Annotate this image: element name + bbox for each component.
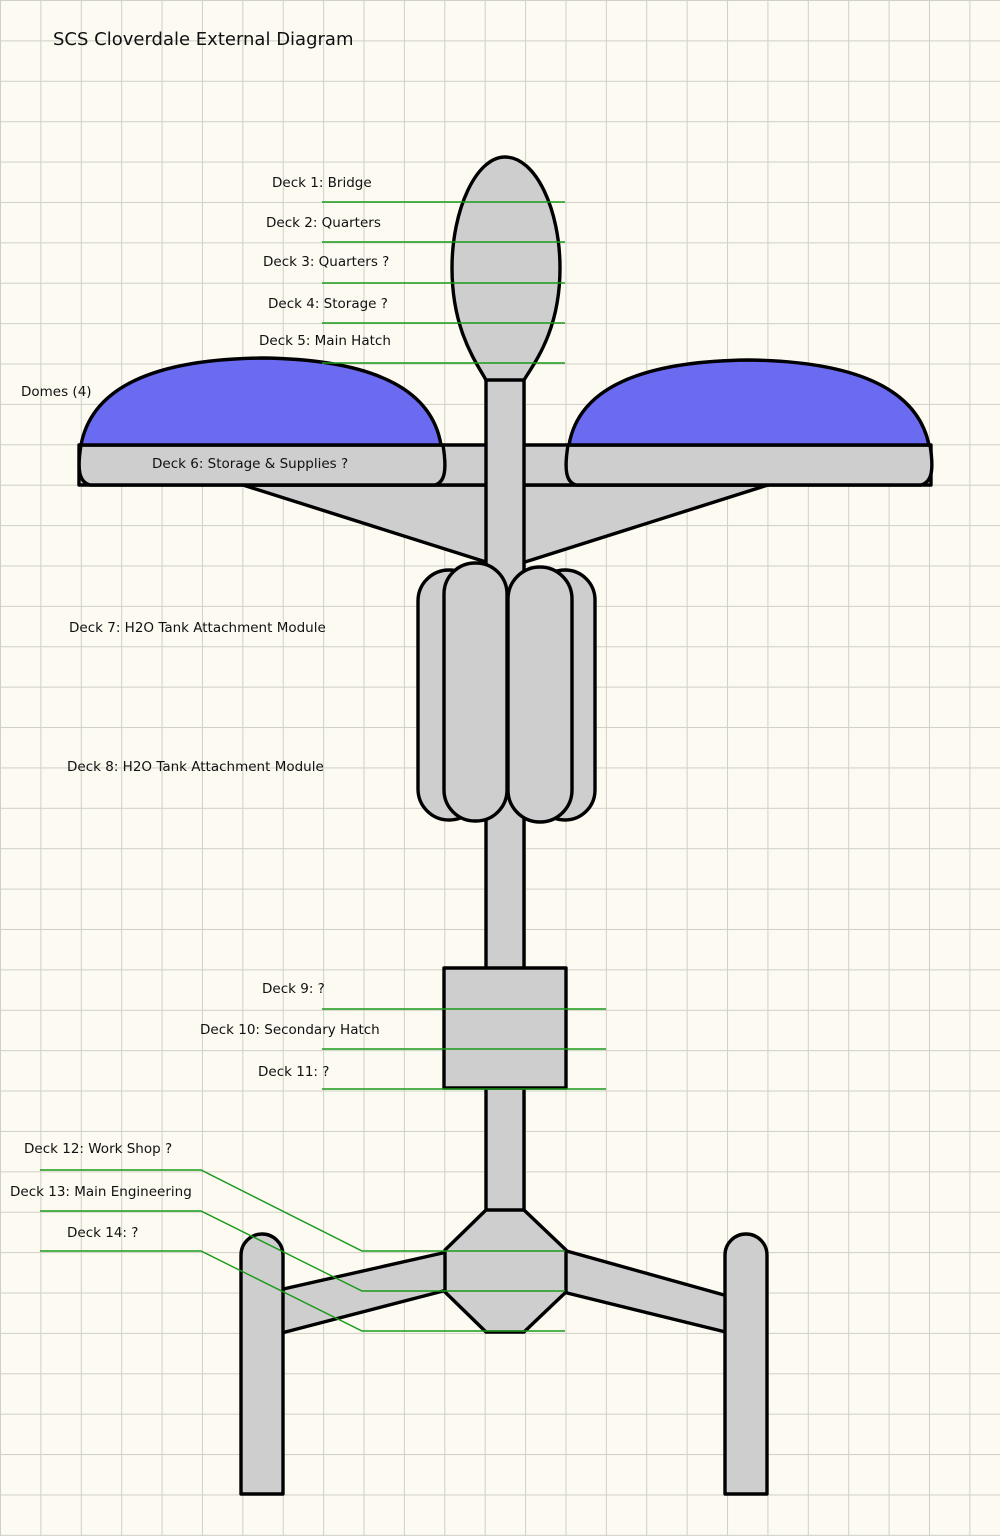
engineering-module	[443, 1208, 568, 1334]
label-deck-10: Deck 10: Secondary Hatch	[200, 1022, 380, 1038]
label-deck-13: Deck 13: Main Engineering	[10, 1184, 192, 1200]
label-deck-8: Deck 8: H2O Tank Attachment Module	[67, 759, 324, 775]
leader-deck-14	[40, 1250, 565, 1332]
label-deck-9: Deck 9: ?	[262, 981, 325, 997]
left-leg	[239, 1232, 285, 1496]
label-deck-12: Deck 12: Work Shop ?	[24, 1141, 172, 1157]
central-spine-lower	[484, 1086, 526, 1220]
label-deck-2: Deck 2: Quarters	[266, 215, 381, 231]
h2o-tank-front-right	[506, 565, 574, 824]
label-deck-11: Deck 11: ?	[258, 1064, 329, 1080]
diagram-title: SCS Cloverdale External Diagram	[53, 29, 353, 50]
label-deck-7: Deck 7: H2O Tank Attachment Module	[69, 620, 326, 636]
leader-deck-12	[40, 1169, 565, 1252]
command-pod	[450, 155, 562, 382]
label-deck-1: Deck 1: Bridge	[272, 175, 372, 191]
secondary-hatch-module	[442, 966, 568, 1090]
label-deck-14: Deck 14: ?	[67, 1225, 138, 1241]
label-deck-6: Deck 6: Storage & Supplies ?	[152, 456, 348, 472]
right-leg	[723, 1232, 769, 1496]
label-deck-3: Deck 3: Quarters ?	[263, 254, 389, 270]
label-deck-5: Deck 5: Main Hatch	[259, 333, 391, 349]
dome-base-right	[564, 443, 934, 487]
label-deck-4: Deck 4: Storage ?	[268, 296, 388, 312]
dome-base-left	[77, 443, 447, 487]
h2o-tank-front-left	[442, 561, 509, 823]
right-leg-arm	[561, 1248, 744, 1338]
dome-right	[566, 358, 932, 447]
leader-deck-13	[40, 1210, 565, 1292]
left-leg-arm	[268, 1250, 449, 1338]
label-domes: Domes (4)	[21, 384, 92, 400]
dome-left	[78, 356, 444, 447]
